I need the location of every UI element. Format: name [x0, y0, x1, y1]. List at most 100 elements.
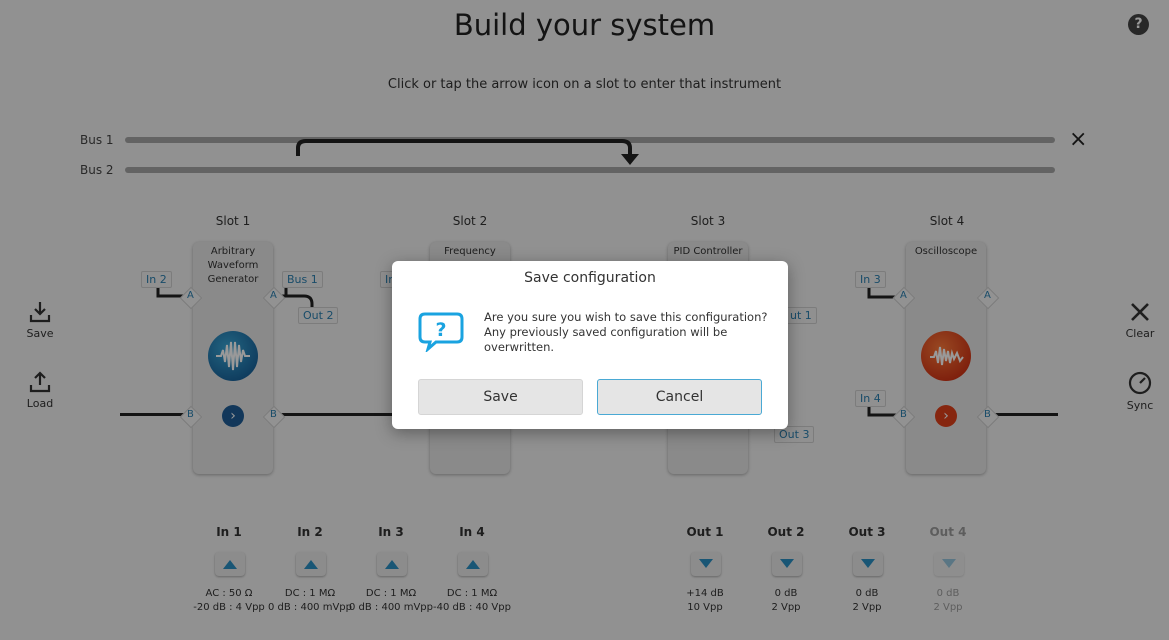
clear-button-label: Clear — [1125, 327, 1155, 340]
output-1-label: Out 1 — [686, 525, 724, 539]
slot-1-port-a-in[interactable]: A — [179, 286, 203, 310]
tag-out-2[interactable]: Out 2 — [298, 307, 339, 324]
slot-1-port-a-out[interactable]: A — [262, 286, 286, 310]
slot-3-label: Slot 3 — [690, 214, 726, 228]
signal-line — [867, 403, 904, 417]
slot-4-port-b-in[interactable]: B — [892, 405, 916, 429]
clear-icon — [1131, 303, 1149, 321]
slot-4-port-a-in[interactable]: A — [892, 286, 916, 310]
input-4-range: -40 dB : 40 Vpp — [433, 602, 511, 613]
download-icon — [29, 302, 51, 323]
input-3-range: 0 dB : 400 mVpp — [348, 602, 434, 613]
svg-text:?: ? — [435, 319, 446, 341]
input-2-coupling: DC : 1 MΩ — [284, 588, 336, 599]
dialog-save-button[interactable]: Save — [418, 379, 583, 415]
input-4-label: In 4 — [459, 525, 485, 539]
input-4-coupling: DC : 1 MΩ — [446, 588, 498, 599]
triangle-up-icon — [304, 560, 318, 569]
triangle-up-icon — [385, 560, 399, 569]
sync-button[interactable]: Sync — [1110, 370, 1169, 412]
output-2-settings-button[interactable] — [772, 552, 802, 576]
slot-3-instrument-name: PID Controller — [673, 246, 743, 257]
bus1-label: Bus 1 — [80, 133, 114, 147]
input-2-range: 0 dB : 400 mVpp — [267, 602, 353, 613]
input-1-label: In 1 — [216, 525, 242, 539]
signal-line — [988, 413, 1058, 416]
input-3-label: In 3 — [378, 525, 404, 539]
output-1-range: 10 Vpp — [687, 602, 723, 613]
tag-out-3[interactable]: Out 3 — [774, 426, 815, 443]
slot-2-instrument-name: Frequency — [444, 246, 496, 257]
save-button-label: Save — [26, 327, 54, 340]
signal-line — [276, 288, 314, 308]
clear-button[interactable]: Clear — [1110, 300, 1169, 340]
output-3-gain: 0 dB — [855, 588, 879, 599]
slot-4-port-a-out[interactable]: A — [976, 286, 1000, 310]
save-configuration-dialog: Save configuration ? Are you sure you wi… — [392, 261, 788, 429]
input-1-settings-button[interactable] — [215, 552, 245, 576]
output-3-range: 2 Vpp — [852, 602, 882, 613]
slot-4-label: Slot 4 — [929, 214, 965, 228]
sync-button-label: Sync — [1126, 399, 1154, 412]
output-1-settings-button[interactable] — [691, 552, 721, 576]
close-icon[interactable]: × — [1069, 127, 1088, 152]
tag-out-1[interactable]: ut 1 — [785, 307, 817, 324]
output-2-label: Out 2 — [767, 525, 805, 539]
signal-line — [275, 413, 395, 416]
page-title: Build your system — [453, 8, 716, 42]
tag-bus-1[interactable]: Bus 1 — [282, 271, 323, 288]
dialog-title: Save configuration — [524, 270, 656, 286]
bus-connection-arrow — [296, 139, 639, 165]
waveform-generator-icon — [208, 331, 258, 381]
gauge-icon — [1128, 371, 1152, 395]
output-4-range: 2 Vpp — [933, 602, 963, 613]
load-button[interactable]: Load — [10, 370, 70, 410]
output-2-range: 2 Vpp — [771, 602, 801, 613]
output-4-gain: 0 dB — [936, 588, 960, 599]
save-button[interactable]: Save — [10, 300, 70, 340]
input-4-settings-button[interactable] — [458, 552, 488, 576]
slot-1-label: Slot 1 — [215, 214, 251, 228]
dialog-message: Are you sure you wish to save this confi… — [484, 310, 768, 354]
load-button-label: Load — [26, 397, 54, 410]
signal-line — [867, 285, 904, 299]
upload-icon — [29, 371, 51, 393]
bus2-line — [125, 167, 1055, 173]
slot-4-instrument-name: Oscilloscope — [914, 246, 978, 257]
help-icon[interactable]: ? — [1128, 14, 1149, 35]
input-2-settings-button[interactable] — [296, 552, 326, 576]
slot-1-port-b-in[interactable]: B — [179, 405, 203, 429]
output-4-settings-button[interactable] — [934, 552, 964, 576]
slot-1-instrument-name: Arbitrary Waveform Generator — [207, 246, 259, 285]
slot-2-label: Slot 2 — [452, 214, 488, 228]
tag-in-4[interactable]: In 4 — [855, 390, 886, 407]
output-3-settings-button[interactable] — [853, 552, 883, 576]
slot-4-port-b-out[interactable]: B — [976, 405, 1000, 429]
triangle-down-icon — [780, 559, 794, 568]
output-4-label: Out 4 — [929, 525, 967, 539]
input-2-label: In 2 — [297, 525, 323, 539]
output-4-group: Out 4 0 dB 2 Vpp — [893, 520, 1013, 620]
input-3-settings-button[interactable] — [377, 552, 407, 576]
slot-1-card[interactable]: Arbitrary Waveform Generator › — [193, 242, 273, 474]
enter-instrument-arrow-icon[interactable]: › — [935, 405, 957, 427]
triangle-up-icon — [466, 560, 480, 569]
slot-1-port-b-out[interactable]: B — [262, 405, 286, 429]
dialog-cancel-button[interactable]: Cancel — [597, 379, 762, 415]
output-2-gain: 0 dB — [774, 588, 798, 599]
tag-in-3[interactable]: In 3 — [855, 271, 886, 288]
question-bubble-icon: ? — [417, 310, 465, 356]
triangle-down-icon — [942, 559, 956, 568]
tag-in-2[interactable]: In 2 — [141, 271, 172, 288]
slot-4-card[interactable]: Oscilloscope › — [906, 242, 986, 474]
input-1-range: -20 dB : 4 Vpp — [193, 602, 265, 613]
enter-instrument-arrow-icon[interactable]: › — [222, 405, 244, 427]
page-subtitle: Click or tap the arrow icon on a slot to… — [387, 77, 782, 92]
bus2-label: Bus 2 — [80, 163, 114, 177]
input-3-coupling: DC : 1 MΩ — [365, 588, 417, 599]
triangle-down-icon — [861, 559, 875, 568]
output-3-label: Out 3 — [848, 525, 886, 539]
triangle-up-icon — [223, 560, 237, 569]
oscilloscope-icon — [921, 331, 971, 381]
